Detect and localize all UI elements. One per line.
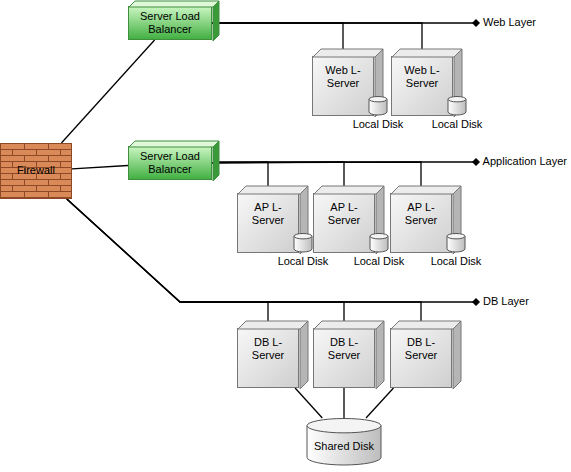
top-face <box>391 186 461 194</box>
firewall-box: Firewall <box>0 143 72 199</box>
disk-label: Local Disk <box>349 255 409 268</box>
side-face <box>376 321 384 389</box>
shared-disk: Shared Disk <box>306 418 382 466</box>
disk-cylinder <box>446 233 466 253</box>
brick-fill <box>1 144 72 199</box>
node-label: AP L-Server <box>241 201 295 227</box>
node-label: DB L-Server <box>241 336 295 362</box>
cylinder-top <box>370 234 388 239</box>
server-box: DB L-Server <box>390 328 452 388</box>
cylinder-top <box>447 234 465 239</box>
side-face <box>300 321 308 389</box>
disk-label: Local Disk <box>427 118 487 131</box>
layer-label: Application Layer <box>483 155 567 168</box>
top-face <box>391 321 461 329</box>
node-label: AP L-Server <box>317 201 371 227</box>
connector <box>295 388 322 418</box>
layer-label: Web Layer <box>483 16 536 29</box>
local-disk: Local Disk <box>349 233 409 268</box>
top-face <box>392 49 462 57</box>
bus-end-diamond <box>472 158 480 166</box>
connector <box>212 23 422 56</box>
cylinder-top <box>369 97 387 102</box>
disk-label: Local Disk <box>273 255 333 268</box>
node-label: Web L-Server <box>316 64 370 90</box>
bus-end-diamond <box>472 298 480 306</box>
load-balancer-box: Server Load Balancer <box>128 6 212 40</box>
top-face <box>314 321 384 329</box>
local-disk: Local Disk <box>348 96 408 131</box>
disk-cylinder <box>447 96 467 116</box>
layer-label: DB Layer <box>483 295 529 308</box>
node-label: Server Load Balancer <box>132 10 208 36</box>
disk-label: Local Disk <box>348 118 408 131</box>
connector <box>343 388 344 418</box>
side-face <box>453 321 461 389</box>
top-face <box>129 141 219 147</box>
cylinder-top <box>448 97 466 102</box>
side-face <box>213 141 219 181</box>
local-disk: Local Disk <box>426 233 486 268</box>
top-face <box>238 186 308 194</box>
node-label: Firewall <box>17 164 55 177</box>
node-label: AP L-Server <box>394 201 448 227</box>
top-face <box>129 1 219 7</box>
disk-label: Local Disk <box>426 255 486 268</box>
cylinder-top <box>294 234 312 239</box>
node-label: Web L-Server <box>395 64 449 90</box>
connector <box>212 162 421 193</box>
connector <box>72 166 128 169</box>
server-box: DB L-Server <box>313 328 375 388</box>
side-face <box>213 1 219 41</box>
server-box: AP L-Server <box>390 193 452 253</box>
connector <box>61 40 154 143</box>
disk-cylinder <box>369 233 389 253</box>
local-disk: Local Disk <box>427 96 487 131</box>
node-label: Server Load Balancer <box>132 150 208 176</box>
node-label: Shared Disk <box>314 440 374 453</box>
server-box: Web L-Server <box>391 56 453 116</box>
disk-cylinder <box>368 96 388 116</box>
local-disk: Local Disk <box>273 233 333 268</box>
node-label: DB L-Server <box>394 336 448 362</box>
server-box: DB L-Server <box>237 328 299 388</box>
load-balancer-box: Server Load Balancer <box>128 146 212 180</box>
top-face <box>314 186 384 194</box>
server-box: AP L-Server <box>313 193 375 253</box>
cylinder-top <box>307 419 381 433</box>
server-box: Web L-Server <box>312 56 374 116</box>
top-face <box>238 321 308 329</box>
top-face <box>313 49 383 57</box>
node-label: DB L-Server <box>317 336 371 362</box>
connector <box>366 388 394 418</box>
bus-end-diamond <box>472 19 480 27</box>
disk-cylinder <box>293 233 313 253</box>
server-box: AP L-Server <box>237 193 299 253</box>
